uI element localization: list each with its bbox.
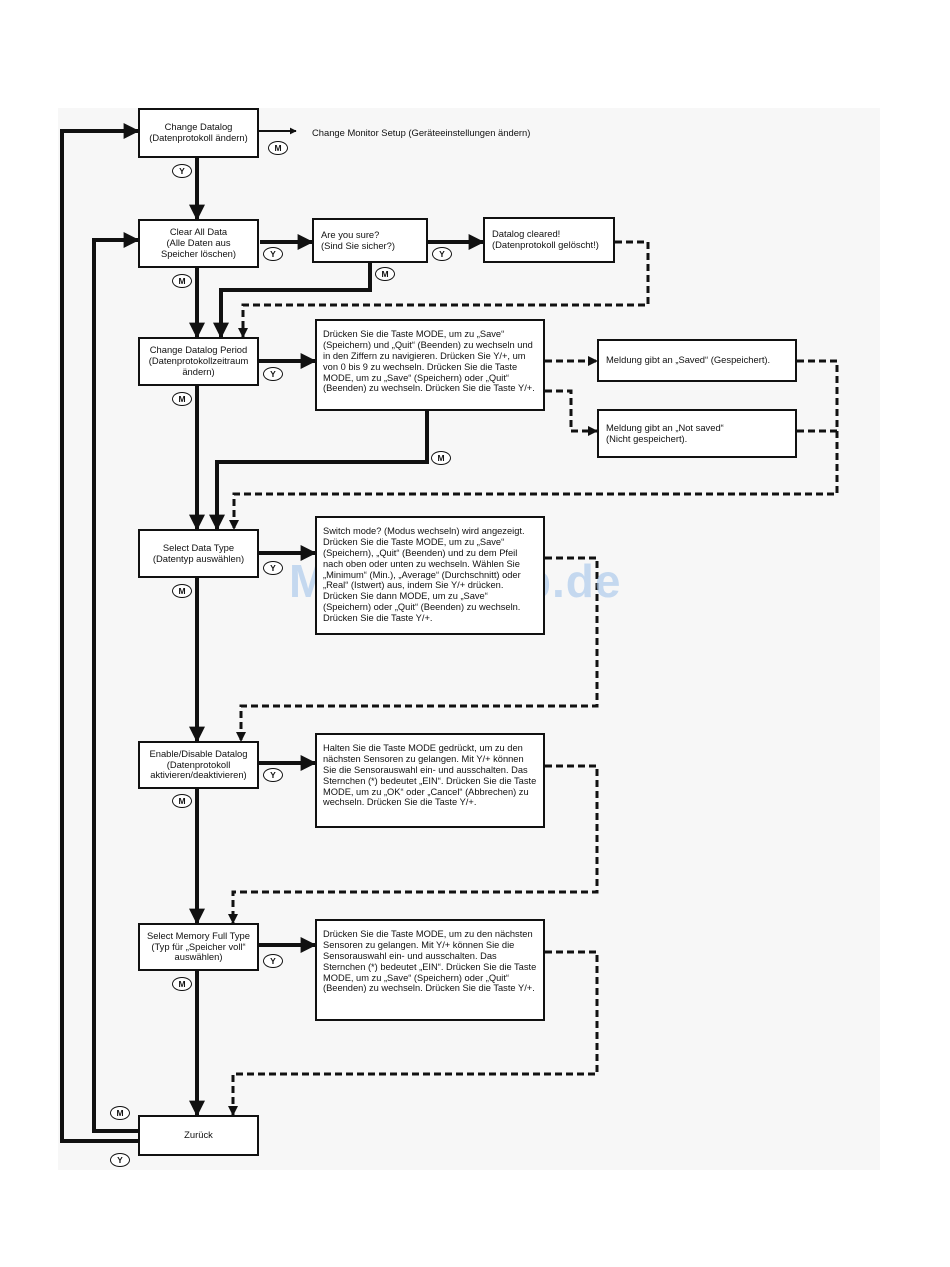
m-key-badge: M: [172, 392, 192, 406]
datalog-cleared-box: Datalog cleared! (Datenprotokoll gelösch…: [483, 217, 615, 263]
dashed-desc-to-notsaved: [545, 389, 599, 437]
period-instructions-box: Drücken Sie die Taste MODE, um zu „Save“…: [315, 319, 545, 411]
memory-instructions-box: Drücken Sie die Taste MODE, um zu den nä…: [315, 919, 545, 1021]
m-key-badge: M: [375, 267, 395, 281]
m-key-badge: M: [110, 1106, 130, 1120]
arrow-perioddesc-m-to-datatype: [209, 411, 429, 531]
m-key-badge: M: [431, 451, 451, 465]
zurueck-box: Zurück: [138, 1115, 259, 1156]
select-memory-full-type-box: Select Memory Full Type (Typ für „Speich…: [138, 923, 259, 971]
m-key-badge: M: [172, 274, 192, 288]
y-key-badge: Y: [263, 954, 283, 968]
change-datalog-box: Change Datalog (Datenprotokoll ändern): [138, 108, 259, 158]
y-key-badge: Y: [263, 768, 283, 782]
dashed-datatype-desc-to-enable: [235, 556, 599, 743]
change-monitor-setup-label: Change Monitor Setup (Geräteeinstellunge…: [312, 127, 531, 138]
y-key-badge: Y: [110, 1153, 130, 1167]
are-you-sure-box: Are you sure? (Sind Sie sicher?): [312, 218, 428, 263]
dashed-cleared-to-period: [237, 240, 650, 339]
dashed-saved-to-datatype: [228, 359, 839, 531]
enable-instructions-box: Halten Sie die Taste MODE gedrückt, um z…: [315, 733, 545, 828]
data-type-instructions-box: Switch mode? (Modus wechseln) wird angez…: [315, 516, 545, 635]
enable-disable-datalog-box: Enable/Disable Datalog (Datenprotokoll a…: [138, 741, 259, 789]
select-data-type-box: Select Data Type (Datentyp auswählen): [138, 529, 259, 578]
y-key-badge: Y: [263, 247, 283, 261]
change-datalog-period-box: Change Datalog Period (Datenprotokollzei…: [138, 337, 259, 386]
dashed-memory-desc-to-zurueck: [227, 950, 599, 1117]
m-key-badge: M: [172, 977, 192, 991]
m-key-badge: M: [268, 141, 288, 155]
y-key-badge: Y: [172, 164, 192, 178]
y-key-badge: Y: [263, 561, 283, 575]
arrow-sure-m-to-period: [213, 263, 372, 339]
arrow-zurueck-y-to-change: [60, 123, 140, 1143]
dashed-enable-desc-to-memory: [227, 764, 599, 925]
saved-message-box: Meldung gibt an „Saved“ (Gespeichert).: [597, 339, 797, 382]
m-key-badge: M: [172, 584, 192, 598]
arrow-zurueck-m-to-clear: [92, 232, 140, 1133]
m-key-badge: M: [172, 794, 192, 808]
not-saved-message-box: Meldung gibt an „Not saved“ (Nicht gespe…: [597, 409, 797, 458]
y-key-badge: Y: [263, 367, 283, 381]
clear-all-data-box: Clear All Data (Alle Daten aus Speicher …: [138, 219, 259, 268]
y-key-badge: Y: [432, 247, 452, 261]
